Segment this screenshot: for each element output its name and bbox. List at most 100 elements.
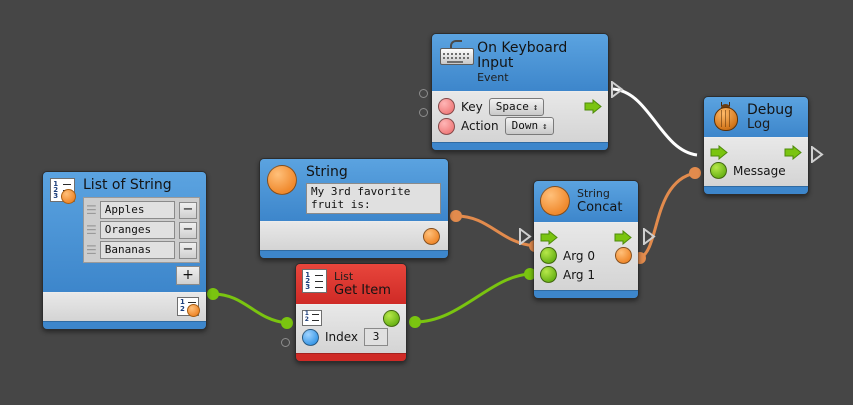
arg0-port[interactable] (540, 247, 557, 264)
node-debug-log[interactable]: Debug Log Message (703, 96, 809, 195)
drag-handle-icon[interactable]: ☰ (86, 223, 97, 237)
list-item[interactable]: ☰ Bananas − (86, 240, 197, 260)
action-dropdown[interactable]: Down↕ (504, 117, 554, 135)
key-input-socket[interactable] (419, 89, 428, 98)
node-body: Arg 0 Arg 1 (534, 222, 638, 290)
drag-handle-icon[interactable]: ☰ (86, 203, 97, 217)
port-label: Index (325, 330, 359, 344)
node-footer (296, 353, 406, 361)
action-input-socket[interactable] (419, 108, 428, 117)
exec-out-connector-triangle[interactable] (610, 81, 624, 98)
port-row-arg1[interactable]: Arg 1 (540, 265, 632, 284)
port-row-key[interactable]: Key Space↕ (438, 97, 602, 116)
list-item-value[interactable]: Bananas (99, 241, 175, 259)
exec-input-arrow[interactable] (540, 229, 558, 245)
list-item-value[interactable]: Oranges (99, 221, 175, 239)
node-title: String (577, 187, 610, 200)
node-title: List (334, 270, 354, 283)
orange-badge-icon (61, 189, 76, 204)
node-header[interactable]: String My 3rd favorite fruit is: (260, 159, 448, 221)
node-subtitle: Log (747, 117, 771, 132)
string-value-field[interactable]: My 3rd favorite fruit is: (306, 183, 441, 214)
node-footer (534, 290, 638, 298)
node-body: Message (704, 137, 808, 186)
chevron-updown-icon: ↕ (542, 122, 548, 132)
list-input-row[interactable]: 1 2 (302, 309, 400, 327)
node-body (260, 221, 448, 250)
wire-endpoint (281, 317, 293, 329)
list-input-icon[interactable]: 1 2 (302, 310, 322, 326)
exec-row[interactable] (540, 228, 632, 246)
index-port[interactable] (302, 328, 319, 346)
wire-list-to-getitem (212, 292, 288, 325)
concat-output-port[interactable] (615, 247, 632, 264)
list-item[interactable]: ☰ Apples − (86, 200, 197, 220)
drag-handle-icon[interactable]: ☰ (86, 243, 97, 257)
remove-item-button[interactable]: − (179, 221, 197, 239)
add-item-button[interactable]: + (176, 266, 200, 285)
port-label: Arg 0 (563, 248, 595, 263)
exec-output-arrow[interactable] (614, 229, 632, 245)
node-on-keyboard-input[interactable]: On Keyboard Input Event Key Space↕ Actio… (431, 33, 609, 151)
exec-input-arrow[interactable] (710, 144, 728, 160)
concat-exec-in-connector-triangle[interactable] (518, 228, 532, 245)
debug-exec-out-connector-triangle[interactable] (810, 146, 824, 163)
key-port[interactable] (438, 98, 455, 115)
node-header[interactable]: String Concat (534, 181, 638, 222)
port-row-index[interactable]: Index 3 (302, 327, 400, 347)
node-list-of-string[interactable]: 1 2 3 List of String ☰ Apples − ☰ (42, 171, 207, 330)
node-title: List of String (83, 177, 172, 193)
orange-circle-icon (540, 186, 570, 216)
arg1-port[interactable] (540, 266, 557, 283)
node-subtitle: Event (477, 71, 509, 84)
wire-endpoint (689, 167, 701, 179)
wire-endpoint (207, 288, 219, 300)
list-items-container: ☰ Apples − ☰ Oranges − ☰ Bananas − (83, 197, 200, 263)
port-label: Arg 1 (563, 267, 595, 282)
node-subtitle: Concat (577, 200, 623, 215)
node-header[interactable]: 1 2 3 List Get Item (296, 264, 406, 304)
list-number-icon: 1 2 3 (50, 178, 76, 204)
node-header[interactable]: Debug Log (704, 97, 808, 137)
index-value-field[interactable]: 3 (364, 328, 389, 346)
node-header[interactable]: 1 2 3 List of String ☰ Apples − ☰ (43, 172, 206, 292)
node-footer (43, 321, 206, 329)
index-input-socket[interactable] (281, 338, 290, 347)
port-label: Message (733, 163, 786, 178)
getitem-output-port[interactable] (383, 309, 400, 327)
list-item-value[interactable]: Apples (99, 201, 175, 219)
port-label: Action (461, 119, 499, 133)
node-string-literal[interactable]: String My 3rd favorite fruit is: (259, 158, 449, 259)
remove-item-button[interactable]: − (179, 201, 197, 219)
key-dropdown[interactable]: Space↕ (488, 97, 545, 116)
port-row-message[interactable]: Message (710, 161, 802, 180)
node-subtitle: Get Item (334, 283, 391, 298)
node-title: On Keyboard Input (477, 40, 568, 71)
exec-output-arrow[interactable] (784, 144, 802, 160)
wire-concat-to-message (639, 171, 696, 260)
wire-exec-keyboard-to-debuglog (612, 87, 698, 157)
node-header[interactable]: On Keyboard Input Event (432, 34, 608, 91)
node-body: 1 2 Index 3 (296, 304, 406, 353)
node-title: String (306, 164, 348, 180)
port-row-action[interactable]: Action Down↕ (438, 116, 602, 136)
node-string-concat[interactable]: String Concat Arg 0 Arg 1 (533, 180, 639, 299)
exec-output-arrow[interactable] (584, 98, 602, 115)
string-output-port[interactable] (423, 228, 440, 245)
message-port[interactable] (710, 162, 727, 179)
remove-item-button[interactable]: − (179, 241, 197, 259)
node-title: Debug (747, 102, 794, 118)
node-list-get-item[interactable]: 1 2 3 List Get Item 1 2 Index (295, 263, 407, 362)
list-output-icon[interactable]: 1 2 (177, 297, 200, 317)
concat-exec-out-connector-triangle[interactable] (642, 228, 656, 245)
node-footer (432, 142, 608, 150)
list-item[interactable]: ☰ Oranges − (86, 220, 197, 240)
node-body: Key Space↕ Action Down↕ (432, 91, 608, 142)
node-footer (260, 250, 448, 258)
exec-row[interactable] (710, 143, 802, 161)
node-footer (704, 186, 808, 194)
bug-icon (710, 102, 740, 131)
port-row-arg0[interactable]: Arg 0 (540, 246, 632, 265)
action-port[interactable] (438, 117, 455, 135)
